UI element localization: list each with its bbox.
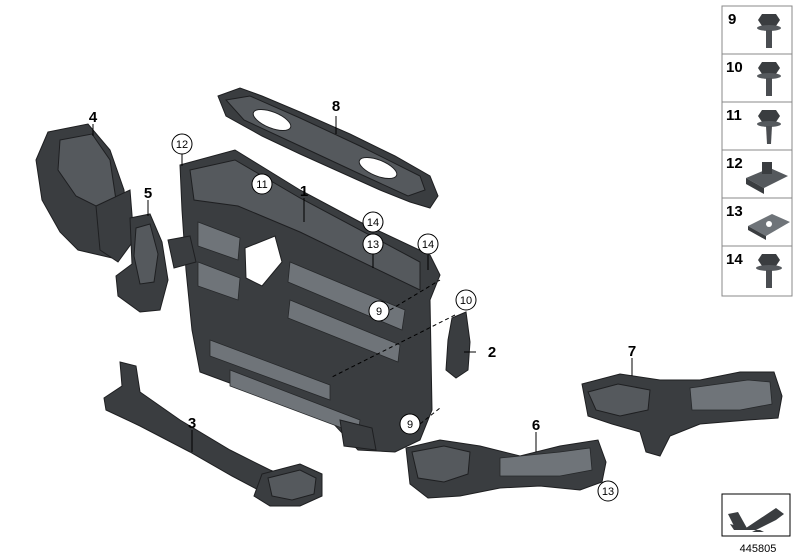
diagram-number: 445805 xyxy=(740,543,777,555)
leader-lines xyxy=(92,116,633,452)
direction-arrow-icon xyxy=(721,493,791,537)
legend-number-10: 10 xyxy=(726,59,743,76)
part-1-front-frame[interactable] xyxy=(167,149,441,453)
callout-1: 1 xyxy=(300,183,308,200)
part-8-upper-cover[interactable] xyxy=(217,87,439,209)
legend-row-11: 11 xyxy=(726,107,781,144)
legend-number-12: 12 xyxy=(726,155,743,172)
callout-13-upper: 13 xyxy=(367,239,379,251)
part-2-side-bracket[interactable] xyxy=(445,311,471,379)
part-4-left-air-duct[interactable] xyxy=(35,123,135,263)
callout-13-lower: 13 xyxy=(602,486,614,498)
legend-row-12: 12 xyxy=(726,155,788,194)
part-5-air-guide-bracket[interactable] xyxy=(115,213,169,313)
callout-10: 10 xyxy=(460,295,472,307)
callout-14-upper: 14 xyxy=(367,217,379,229)
callout-2: 2 xyxy=(488,344,496,361)
hex-flange-screw-icon xyxy=(757,110,781,144)
callout-7: 7 xyxy=(628,343,636,360)
spring-clip-nut-icon xyxy=(748,214,790,240)
callout-3: 3 xyxy=(188,415,196,432)
legend-number-14: 14 xyxy=(726,251,743,268)
callout-14-right: 14 xyxy=(422,239,434,251)
part-callouts: 1 2 3 4 5 6 7 8 xyxy=(89,98,636,434)
part-6-right-lower-duct[interactable] xyxy=(405,439,607,499)
legend-row-14: 14 xyxy=(726,251,782,288)
legend-row-13: 13 xyxy=(726,203,790,240)
callout-11: 11 xyxy=(256,179,267,191)
cage-nut-icon xyxy=(746,162,788,194)
circled-callouts: 12 11 14 13 14 9 10 9 13 xyxy=(171,133,619,502)
callout-6: 6 xyxy=(532,417,540,434)
hex-flange-screw-icon xyxy=(757,62,781,96)
callout-9-upper: 9 xyxy=(376,306,382,318)
part-7-right-air-duct[interactable] xyxy=(581,371,783,457)
hex-flange-screw-icon xyxy=(756,254,782,288)
legend-number-13: 13 xyxy=(726,203,743,220)
hex-flange-screw-icon xyxy=(757,14,781,48)
legend-row-10: 10 xyxy=(726,59,781,96)
callout-9-lower: 9 xyxy=(407,419,413,431)
callout-12: 12 xyxy=(176,139,188,151)
fastener-legend: 9 10 11 12 xyxy=(721,5,793,297)
callout-5: 5 xyxy=(144,185,152,202)
legend-number-11: 11 xyxy=(726,107,742,124)
legend-row-9: 9 xyxy=(728,11,781,48)
legend-number-9: 9 xyxy=(728,11,736,28)
callout-8: 8 xyxy=(332,98,340,115)
callout-4: 4 xyxy=(89,109,98,126)
part-3-lower-air-guide[interactable] xyxy=(103,361,323,507)
